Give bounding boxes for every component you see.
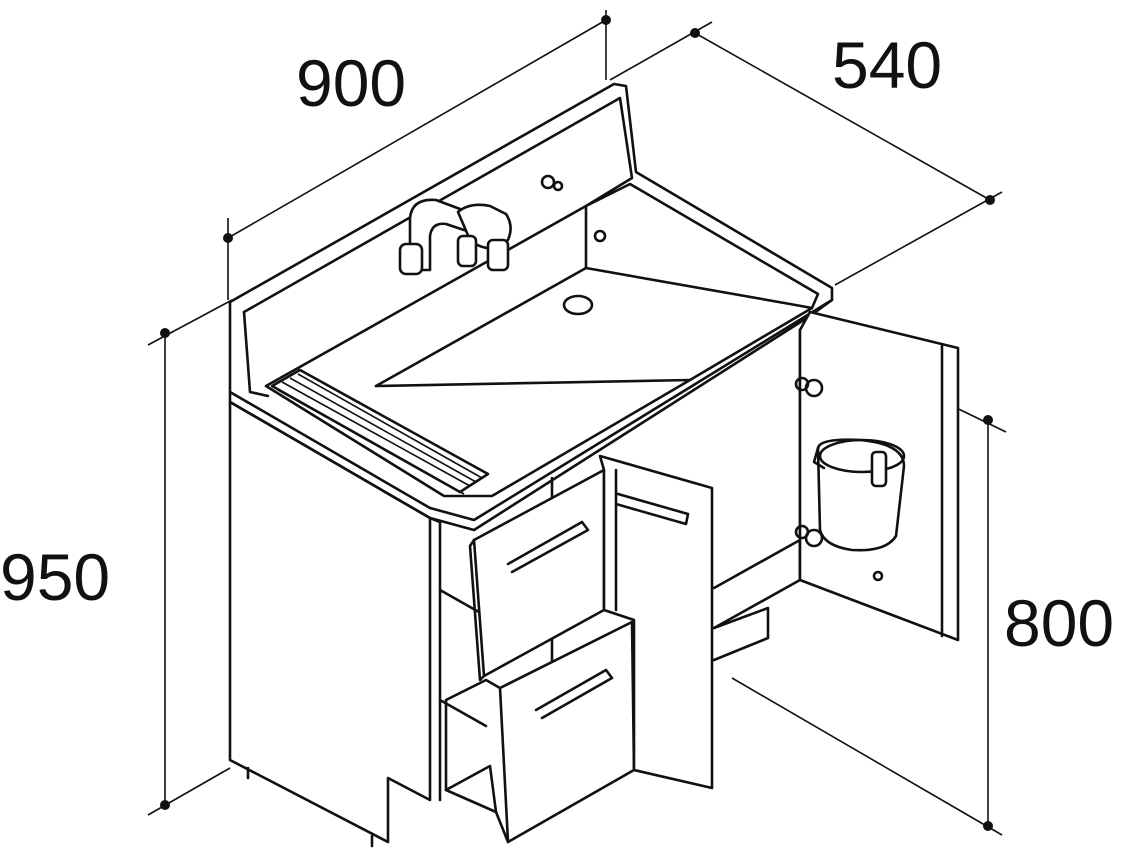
width-dimension-line — [223, 10, 611, 300]
total-height-label: 950 — [0, 540, 110, 614]
hinge-upper — [794, 376, 824, 398]
depth-label: 540 — [832, 28, 942, 102]
upper-drawer-handle — [506, 520, 590, 574]
total-height-dimension-line — [147, 299, 233, 816]
lower-drawer-handle — [534, 668, 614, 720]
counter-height-label: 800 — [1004, 586, 1114, 660]
countertop — [228, 82, 834, 532]
lower-drawer — [444, 620, 636, 844]
depth-dimension-line — [609, 21, 1003, 286]
width-label: 900 — [296, 46, 406, 120]
middle-door-handle — [614, 492, 690, 526]
drain-tray — [270, 368, 490, 495]
middle-door — [598, 454, 714, 790]
bucket — [812, 438, 906, 552]
right-door — [794, 310, 960, 642]
hinge-lower — [794, 524, 824, 548]
faucet — [398, 198, 512, 276]
